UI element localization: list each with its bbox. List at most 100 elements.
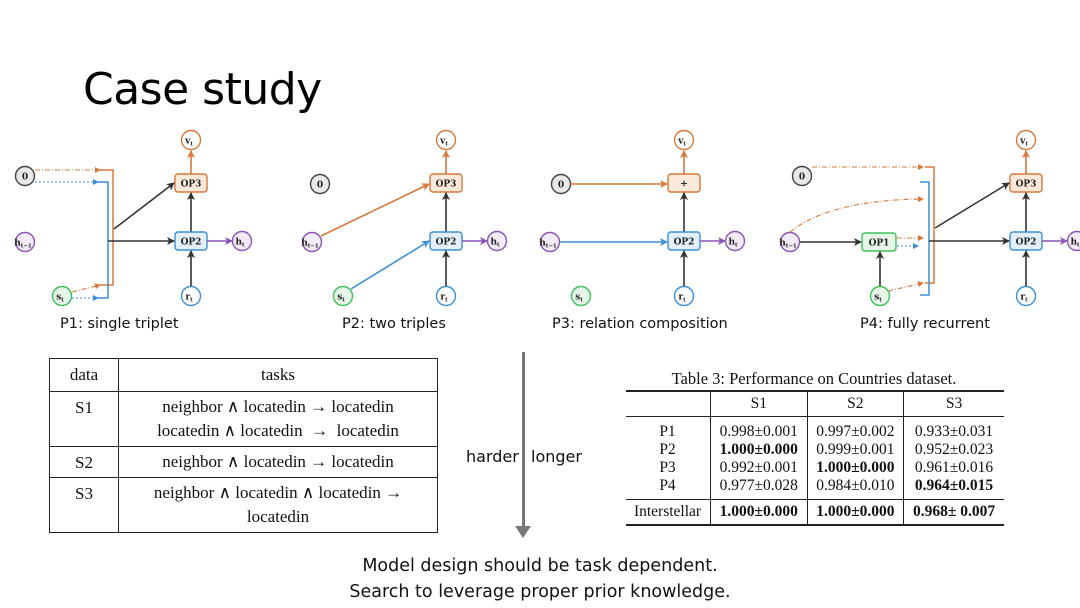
node-s: st: [869, 285, 891, 307]
node-r: rt: [673, 285, 695, 307]
task-line: neighbor ∧ locatedin → locatedin: [162, 452, 394, 471]
node-h-prev-label: ht−1: [779, 239, 797, 250]
score-cell: 0.961±0.016: [903, 459, 1004, 477]
op2-box-label: OP2: [436, 238, 457, 248]
node-zero-circle: [550, 173, 572, 195]
node-s: st: [570, 285, 592, 307]
row-tasks: neighbor ∧ locatedin → locatedin: [118, 446, 438, 478]
node-r: rt: [1015, 285, 1037, 307]
node-s-label: st: [337, 293, 345, 304]
node-r-symbol: r: [185, 293, 190, 303]
node-v: vt: [435, 129, 457, 151]
node-zero-label: 0: [799, 173, 805, 183]
node-v-label: vt: [677, 137, 686, 148]
node-r-label: rt: [185, 293, 193, 304]
node-v: vt: [180, 129, 202, 151]
op2-box: OP2: [429, 231, 463, 251]
score-cell: 0.992±0.001: [710, 459, 808, 477]
node-v-label: vt: [439, 137, 448, 148]
node-v-subscript: t: [190, 142, 193, 148]
node-s-subscript: t: [580, 298, 583, 304]
plus-box: +: [667, 173, 701, 193]
node-h-prev-symbol: h: [14, 239, 21, 249]
node-v-circle: [673, 129, 695, 151]
score-cell: 0.997±0.002: [806, 416, 904, 441]
row-tasks: neighbor ∧ locatedin ∧ locatedin → locat…: [118, 477, 438, 533]
node-v-subscript: t: [683, 142, 686, 148]
node-zero: 0: [791, 165, 813, 187]
node-h-subscript: t: [242, 243, 245, 249]
node-r-circle: [673, 285, 695, 307]
node-h-subscript: t: [735, 243, 738, 249]
node-v-circle: [1015, 129, 1037, 151]
bracket-orange: [100, 169, 114, 286]
node-h-prev-symbol: h: [301, 239, 308, 249]
node-h-symbol: h: [490, 238, 497, 248]
node-h-prev-symbol: h: [779, 239, 786, 249]
caption-p3: P3: relation composition: [552, 316, 728, 332]
node-r-subscript: t: [1025, 298, 1028, 304]
node-h-prev: ht−1: [539, 231, 561, 253]
row-tasks: neighbor ∧ locatedin → locatedin located…: [118, 391, 438, 447]
op2-box-label: OP2: [1016, 238, 1037, 248]
node-zero: 0: [14, 165, 36, 187]
node-zero-symbol: 0: [558, 181, 564, 191]
node-s-subscript: t: [61, 298, 64, 304]
node-s-subscript: t: [342, 298, 345, 304]
node-v-label: vt: [1019, 137, 1028, 148]
node-h-prev-subscript: t−1: [786, 244, 797, 250]
node-h-circle: [1066, 230, 1080, 252]
node-zero-label: 0: [317, 181, 323, 191]
node-h-prev-label: ht−1: [14, 239, 32, 250]
node-h-subscript: t: [497, 243, 500, 249]
task-table: data tasks S1 neighbor ∧ locatedin → loc…: [49, 358, 438, 533]
score-cell: 1.000±0.000: [710, 499, 808, 525]
node-zero-circle: [309, 173, 331, 195]
node-h: ht: [231, 230, 253, 252]
node-h-prev-circle: [14, 231, 36, 253]
node-h-label: ht: [490, 238, 500, 249]
node-zero-circle: [14, 165, 36, 187]
score-cell: 0.977±0.028: [710, 477, 808, 500]
bracket-blue: [98, 181, 109, 299]
node-s-circle: [869, 285, 891, 307]
node-h-prev-subscript: t−1: [308, 244, 319, 250]
node-h-prev-circle: [779, 231, 801, 253]
op2-box: OP2: [1009, 231, 1043, 251]
caption-p4: P4: fully recurrent: [860, 316, 990, 332]
node-h-circle: [231, 230, 253, 252]
node-r-symbol: r: [678, 293, 683, 303]
conclusion-line-1: Model design should be task dependent.: [362, 556, 718, 576]
node-s-label: st: [575, 293, 583, 304]
node-zero-label: 0: [558, 181, 564, 191]
node-h-prev-subscript: t−1: [21, 244, 32, 250]
node-h-prev-circle: [539, 231, 561, 253]
node-s-circle: [51, 285, 73, 307]
row-label: Interstellar: [626, 499, 711, 525]
node-r-subscript: t: [190, 298, 193, 304]
node-v: vt: [1015, 129, 1037, 151]
table-row: S3 neighbor ∧ locatedin ∧ locatedin → lo…: [49, 477, 438, 533]
row-data: S3: [49, 477, 119, 533]
perf-table-caption: Table 3: Performance on Countries datase…: [671, 369, 957, 388]
node-s-circle: [332, 285, 354, 307]
arrow-down-icon: [515, 526, 531, 538]
node-h-label: ht: [235, 238, 245, 249]
node-s-label: st: [874, 293, 882, 304]
node-r-circle: [1015, 285, 1037, 307]
node-s: st: [332, 285, 354, 307]
op3-box-label: OP3: [436, 180, 457, 190]
edge-hprev-op3: [320, 183, 430, 237]
node-h-circle: [486, 230, 508, 252]
task-line: locatedin: [246, 507, 310, 526]
node-v-symbol: v: [677, 137, 684, 147]
op3-box-label: OP3: [181, 180, 202, 190]
node-r-subscript: t: [683, 298, 686, 304]
node-h: ht: [486, 230, 508, 252]
row-label: P1: [659, 423, 676, 440]
op3-box: OP3: [429, 173, 463, 193]
node-r-circle: [435, 285, 457, 307]
score-cell: 0.933±0.031: [903, 416, 1004, 441]
